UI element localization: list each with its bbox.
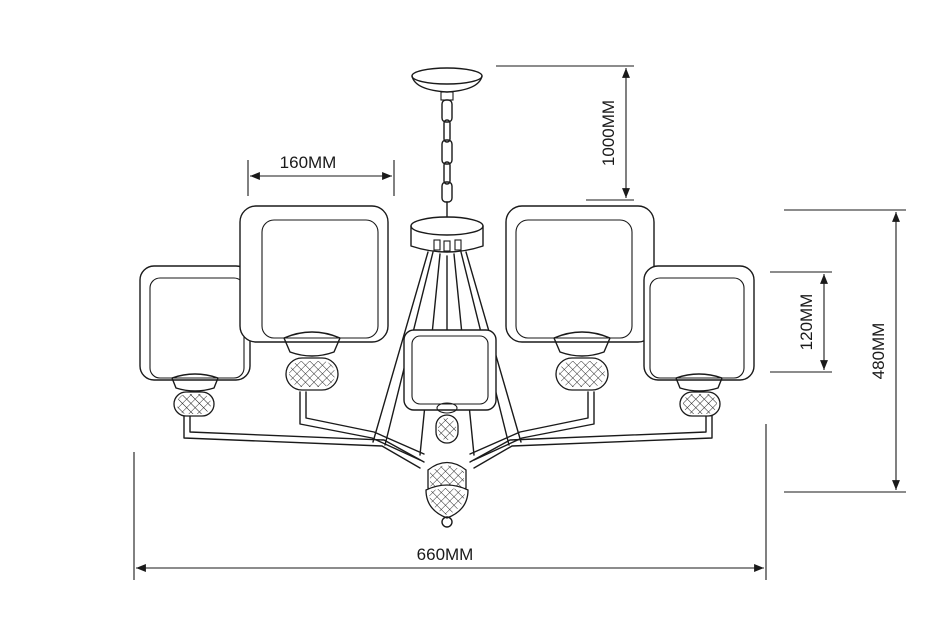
lamp-far-right — [643, 265, 755, 417]
dimension-chain-drop: 1000MM — [496, 65, 634, 201]
ceiling-canopy — [411, 67, 483, 101]
dimension-label-shade-height: 120MM — [797, 294, 816, 351]
chandelier-arms — [183, 391, 713, 469]
lamp-left — [239, 205, 389, 391]
lamp-right — [505, 205, 655, 391]
dimension-label-total-height: 480MM — [869, 323, 888, 380]
lamp-far-left — [139, 265, 251, 417]
central-hub-top — [410, 216, 484, 253]
dimension-label-chain-drop: 1000MM — [599, 100, 618, 166]
dimension-label-total-width: 660MM — [417, 545, 474, 564]
suspension-chain — [441, 99, 453, 218]
bottom-finial — [425, 461, 469, 528]
dimension-shade-height: 120MM — [770, 271, 832, 373]
dimension-total-height: 480MM — [784, 209, 906, 493]
dimension-shade-width: 160MM — [247, 153, 395, 196]
center-shade — [403, 329, 497, 444]
dimension-label-shade-width: 160MM — [280, 153, 337, 172]
dimension-total-width: 660MM — [133, 424, 767, 580]
